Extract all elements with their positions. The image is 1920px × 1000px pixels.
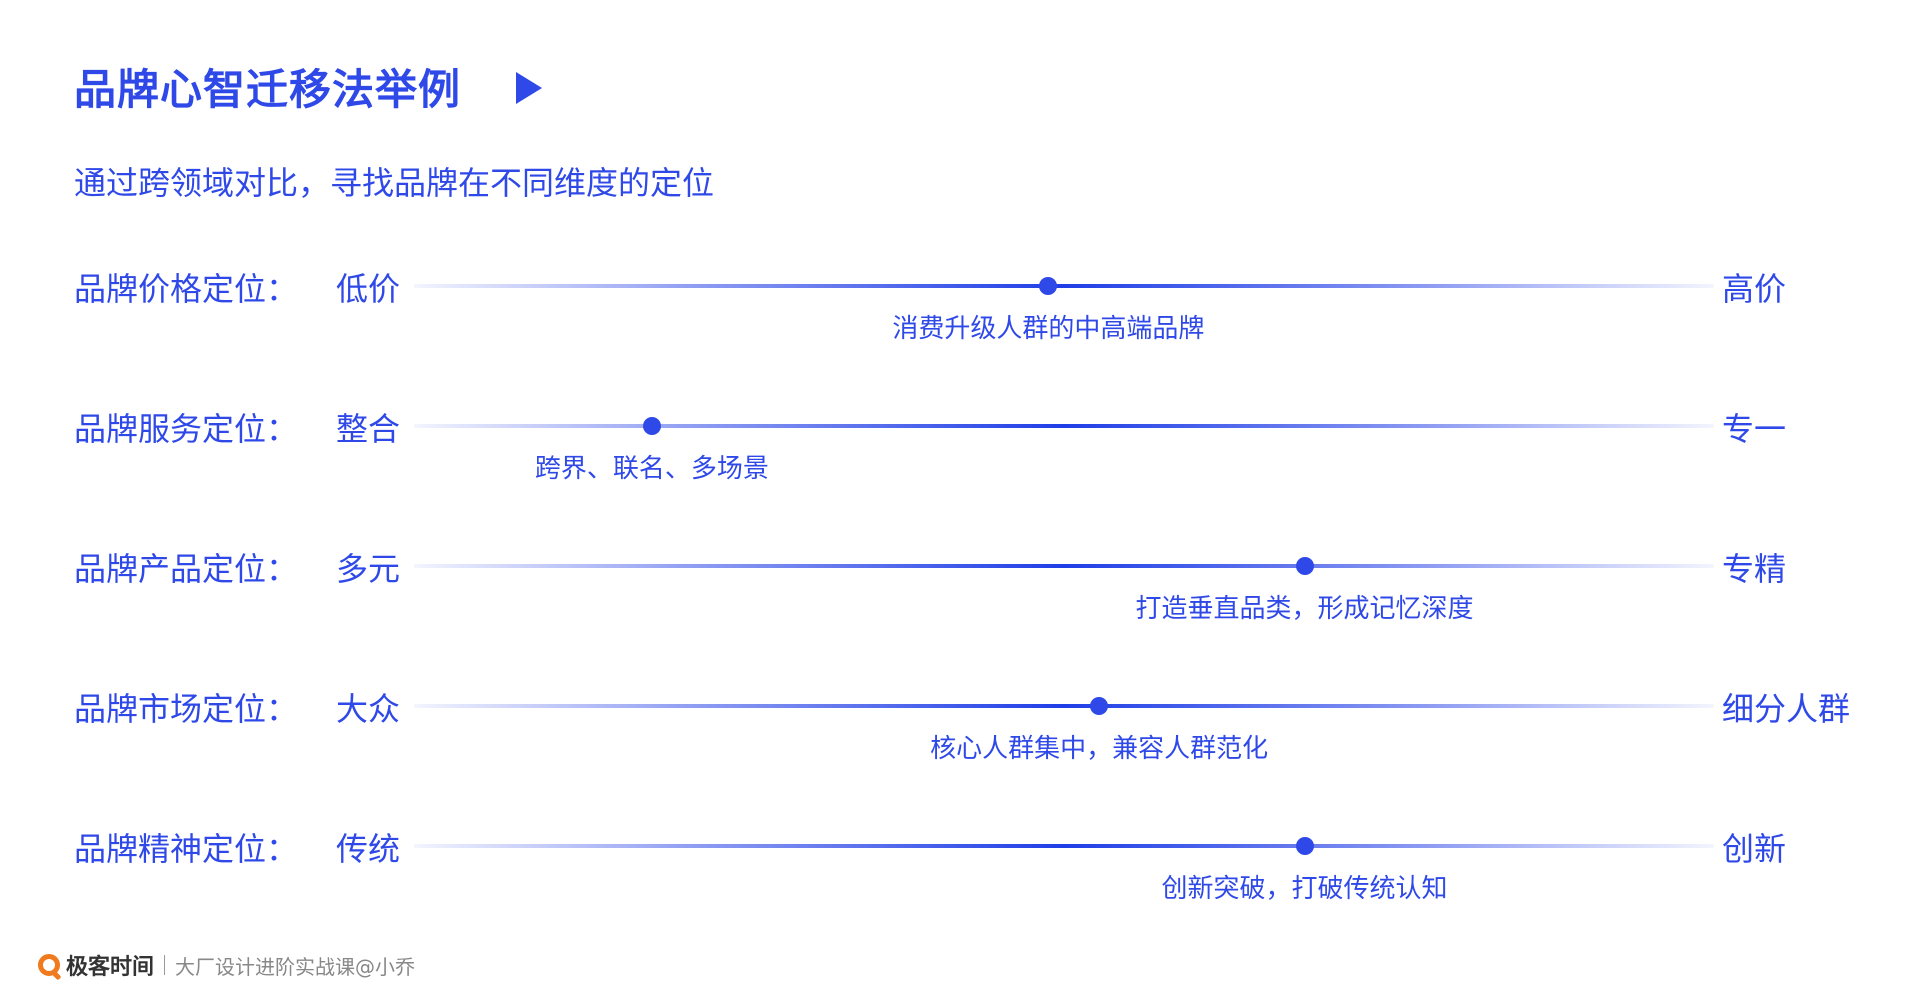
row-label: 品牌产品定位： <box>74 550 299 588</box>
scale-track <box>414 844 1714 848</box>
scale-marker <box>642 417 661 435</box>
positioning-row-service: 品牌服务定位： 整合 跨界、联名、多场景 专一 <box>0 410 1920 546</box>
footer-divider <box>164 955 166 975</box>
scale-right-label: 创新 <box>1722 830 1787 868</box>
marker-note: 跨界、联名、多场景 <box>534 454 769 484</box>
positioning-row-price: 品牌价格定位： 低价 消费升级人群的中高端品牌 高价 <box>0 270 1920 406</box>
scale-track <box>414 424 1714 428</box>
geektime-logo-icon <box>38 954 60 976</box>
scale-marker <box>1295 557 1314 575</box>
scale-left-label: 低价 <box>336 270 401 308</box>
scale-track <box>414 564 1714 568</box>
scale-left-label: 大众 <box>336 690 401 728</box>
footer: 极客时间 大厂设计进阶实战课@小乔 <box>38 950 415 980</box>
scale-marker <box>1295 837 1314 855</box>
scale-left-label: 多元 <box>336 550 401 588</box>
scale-right-label: 高价 <box>1722 270 1787 308</box>
row-label: 品牌服务定位： <box>74 410 299 448</box>
scale-right-label: 专精 <box>1722 550 1787 588</box>
scale-left-label: 整合 <box>336 410 401 448</box>
page-title: 品牌心智迁移法举例 <box>74 65 462 114</box>
scale-track <box>414 284 1714 288</box>
marker-note: 打造垂直品类，形成记忆深度 <box>1135 594 1474 624</box>
scale-right-label: 专一 <box>1722 410 1787 448</box>
scale-marker <box>1039 277 1058 295</box>
footer-course: 大厂设计进阶实战课@小乔 <box>175 954 416 979</box>
marker-note: 创新突破，打破传统认知 <box>1161 874 1448 904</box>
positioning-row-product: 品牌产品定位： 多元 打造垂直品类，形成记忆深度 专精 <box>0 550 1920 686</box>
page-subtitle: 通过跨领域对比，寻找品牌在不同维度的定位 <box>74 164 715 202</box>
scale-left-label: 传统 <box>336 830 401 868</box>
scale-right-label: 细分人群 <box>1722 690 1851 728</box>
scale-marker <box>1090 697 1109 715</box>
marker-note: 消费升级人群的中高端品牌 <box>892 314 1205 344</box>
row-label: 品牌价格定位： <box>74 270 299 308</box>
footer-brand: 极客时间 <box>66 955 155 980</box>
positioning-row-spirit: 品牌精神定位： 传统 创新突破，打破传统认知 创新 <box>0 830 1920 966</box>
row-label: 品牌市场定位： <box>74 690 299 728</box>
positioning-row-market: 品牌市场定位： 大众 核心人群集中，兼容人群范化 细分人群 <box>0 690 1920 826</box>
scale-track <box>414 704 1714 708</box>
row-label: 品牌精神定位： <box>74 830 299 868</box>
play-triangle-icon <box>516 72 542 104</box>
marker-note: 核心人群集中，兼容人群范化 <box>930 734 1269 764</box>
